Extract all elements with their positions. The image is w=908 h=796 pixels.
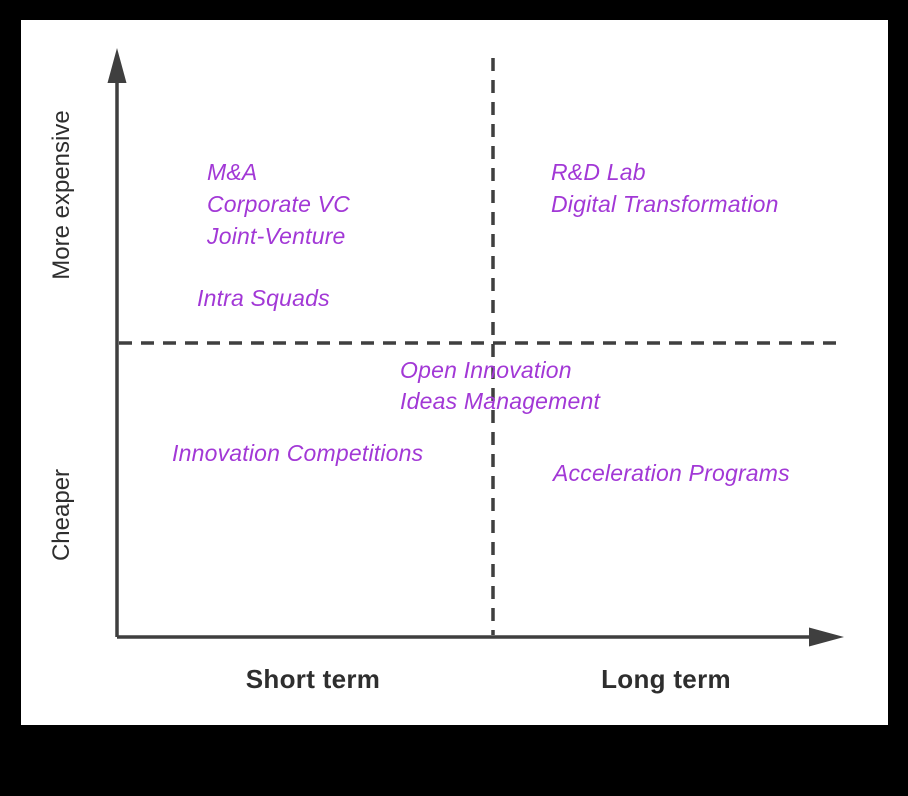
x-axis-label-left: Short term [245,664,381,694]
x-axis-label-right: Long term [601,664,731,694]
item-acceleration-programs: Acceleration Programs [553,460,790,486]
item-digital-transformation: Digital Transformation [551,191,779,217]
y-axis-label-bottom: Cheaper [48,468,75,562]
item-joint-venture: Joint-Venture [207,223,346,249]
y-axis-arrowhead-icon [107,48,127,83]
y-axis-label-top: More expensive [48,110,75,280]
item-ideas-management: Ideas Management [400,388,601,414]
quadrant-chart-panel: More expensive Cheaper Short term Long t… [21,20,888,725]
item-open-innovation: Open Innovation [400,357,572,383]
item-m-and-a: M&A [207,159,258,185]
item-intra-squads: Intra Squads [197,285,330,311]
item-corporate-vc: Corporate VC [207,191,351,217]
axes-and-dividers [107,48,844,647]
item-rd-lab: R&D Lab [551,159,646,185]
x-axis-arrowhead-icon [809,627,844,647]
item-innovation-competitions: Innovation Competitions [172,440,424,466]
